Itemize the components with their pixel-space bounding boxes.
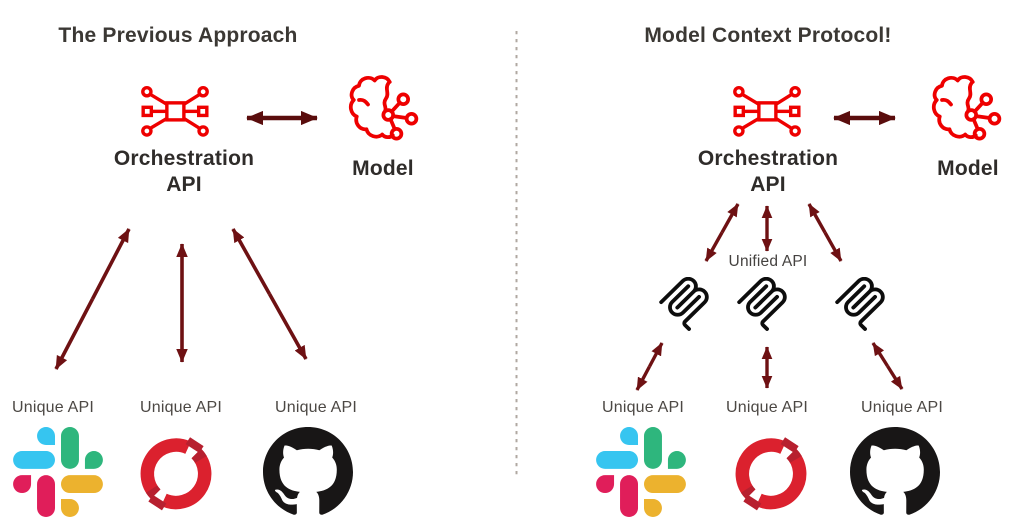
left-unique-api-label-openshift: Unique API: [139, 399, 223, 416]
right-panel-title: Model Context Protocol!: [644, 24, 892, 47]
orchestration-api-icon: [138, 84, 212, 138]
github-logo: [263, 427, 353, 517]
model-brain-icon: [930, 73, 1005, 148]
mcp-logo: [833, 277, 887, 331]
right-orchestration-label: Orchestration API: [697, 147, 839, 196]
right-unique-api-label-slack: Unique API: [601, 399, 685, 416]
unified-api-label: Unified API: [728, 253, 808, 270]
left-unique-api-label-slack: Unique API: [11, 399, 95, 416]
mcp-logo: [657, 277, 711, 331]
arrow-orchestration-github-api: [231, 228, 308, 360]
arrow-mcp-slack-api: [635, 342, 664, 391]
github-logo: [850, 427, 940, 517]
openshift-logo: [726, 427, 816, 517]
model-brain-icon: [347, 73, 422, 148]
slack-logo: [13, 427, 103, 517]
arrow-orchestration-slack-api: [54, 228, 131, 370]
arrow-mcp-github-api: [871, 342, 904, 390]
openshift-logo: [131, 427, 221, 517]
orchestration-api-icon: [730, 84, 804, 138]
mcp-logo: [735, 277, 789, 331]
left-orchestration-label: Orchestration API: [113, 147, 255, 196]
left-model-label: Model: [352, 157, 414, 180]
right-unique-api-label-openshift: Unique API: [725, 399, 809, 416]
left-panel-title: The Previous Approach: [58, 24, 298, 47]
right-model-label: Model: [937, 157, 999, 180]
right-unique-api-label-github: Unique API: [860, 399, 944, 416]
slack-logo: [596, 427, 686, 517]
left-unique-api-label-github: Unique API: [274, 399, 358, 416]
